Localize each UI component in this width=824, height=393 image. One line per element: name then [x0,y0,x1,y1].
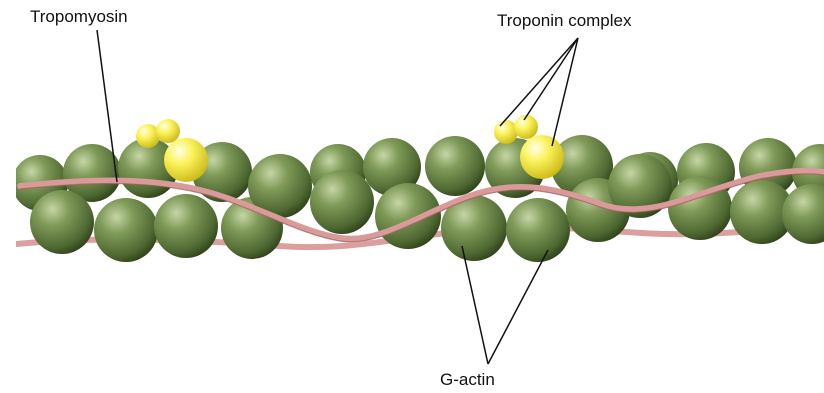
troponin-subunit [156,119,180,143]
g-actin-monomer [94,198,158,262]
troponin-subunit [514,115,538,139]
troponin-leader-line [524,38,578,120]
troponin-subunit [136,124,160,148]
g-actin-label: G-actin [440,370,495,389]
troponin-leader-line [500,38,578,126]
troponin-subunit [520,135,564,179]
troponin-subunit [164,138,208,182]
troponin-subunit [494,120,518,144]
troponin-leader-line [552,38,578,146]
g-actin-monomer [782,184,824,244]
tropomyosin-label: Tropomyosin [30,7,128,26]
g-actin-monomer [425,136,485,196]
g-actin-leader-line [488,250,548,364]
g-actin-monomer [310,170,374,234]
g-actin-leader-line [462,246,488,364]
g-actin-monomer [506,198,570,262]
troponin-complex-label: Troponin complex [497,11,632,30]
g-actin-monomer [30,190,94,254]
g-actin-monomer [154,194,218,258]
